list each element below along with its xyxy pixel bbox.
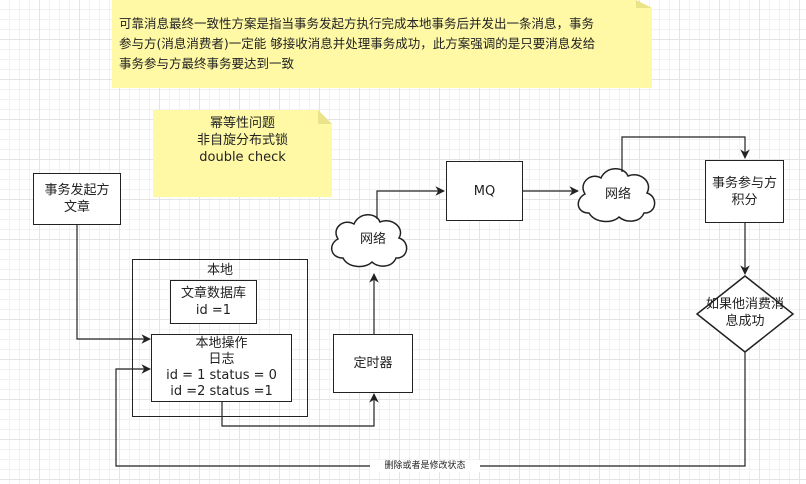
note-top-line: 可靠消息最终一致性方案是指当事务发起方执行完成本地事务后并发出一条消息，事务 bbox=[119, 16, 595, 31]
connector-cloud-to-participant bbox=[621, 136, 750, 172]
connector-cloud-to-mq bbox=[376, 186, 445, 219]
local-db-line: 文章数据库 bbox=[180, 286, 246, 301]
participant-line: 积分 bbox=[731, 192, 758, 208]
local-op-box: 本地操作 日志 id = 1 status = 0 id =2 status =… bbox=[151, 334, 292, 402]
local-op-line: id = 1 status = 0 bbox=[166, 368, 277, 383]
initiator-line: 事务发起方 bbox=[44, 183, 110, 198]
mq-label: MQ bbox=[473, 183, 496, 199]
connector-op-to-timer bbox=[221, 393, 379, 427]
note-issues-shape bbox=[153, 110, 332, 197]
mq-box: MQ bbox=[446, 161, 523, 221]
note-issues: 幂等性问题 非自旋分布式锁 double check bbox=[153, 110, 332, 170]
local-title: 本地 bbox=[206, 263, 233, 278]
local-db-line: id =1 bbox=[195, 303, 232, 318]
timer-box: 定时器 bbox=[333, 334, 413, 393]
local-op-line: 日志 bbox=[208, 352, 235, 367]
note-top-line: 事务参与方最终事务要达到一致 bbox=[119, 56, 295, 71]
cloud-left-label: 网络 bbox=[359, 232, 386, 247]
note-top-shape bbox=[112, 0, 652, 88]
note-issues-line: 幂等性问题 bbox=[209, 115, 275, 131]
decision-line: 息成功 bbox=[725, 314, 765, 329]
participant-line: 事务参与方 bbox=[711, 175, 777, 191]
local-op-line: id =2 status =1 bbox=[170, 384, 273, 399]
note-issues-line: double check bbox=[199, 149, 286, 165]
decision-text: 如果他消费消 息成功 bbox=[700, 290, 790, 336]
decision-line: 如果他消费消 bbox=[705, 297, 784, 312]
connector-initiator-to-op bbox=[76, 225, 151, 344]
cloud-left-shape bbox=[331, 214, 408, 268]
cloud-right-label: 网络 bbox=[604, 187, 631, 202]
note-top: 可靠消息最终一致性方案是指当事务发起方执行完成本地事务后并发出一条消息，事务 参… bbox=[119, 14, 647, 74]
timer-label: 定时器 bbox=[353, 356, 393, 371]
note-top-line: 参与方(消息消费者)一定能 够接收消息并处理事务成功，此方案强调的是只要消息发给 bbox=[119, 36, 596, 51]
local-op-line: 本地操作 bbox=[195, 336, 248, 351]
local-db-box: 文章数据库 id =1 bbox=[170, 280, 257, 324]
initiator-box: 事务发起方 文章 bbox=[33, 173, 121, 225]
local-container: 本地 bbox=[132, 259, 308, 417]
note-issues-line: 非自旋分布式锁 bbox=[196, 132, 288, 148]
participant-box: 事务参与方 积分 bbox=[705, 160, 784, 223]
feedback-label: 删除或者是修改状态 bbox=[370, 460, 480, 472]
connector-decision-feedback bbox=[115, 352, 746, 467]
cloud-right-shape bbox=[577, 168, 656, 223]
initiator-line: 文章 bbox=[63, 200, 90, 215]
